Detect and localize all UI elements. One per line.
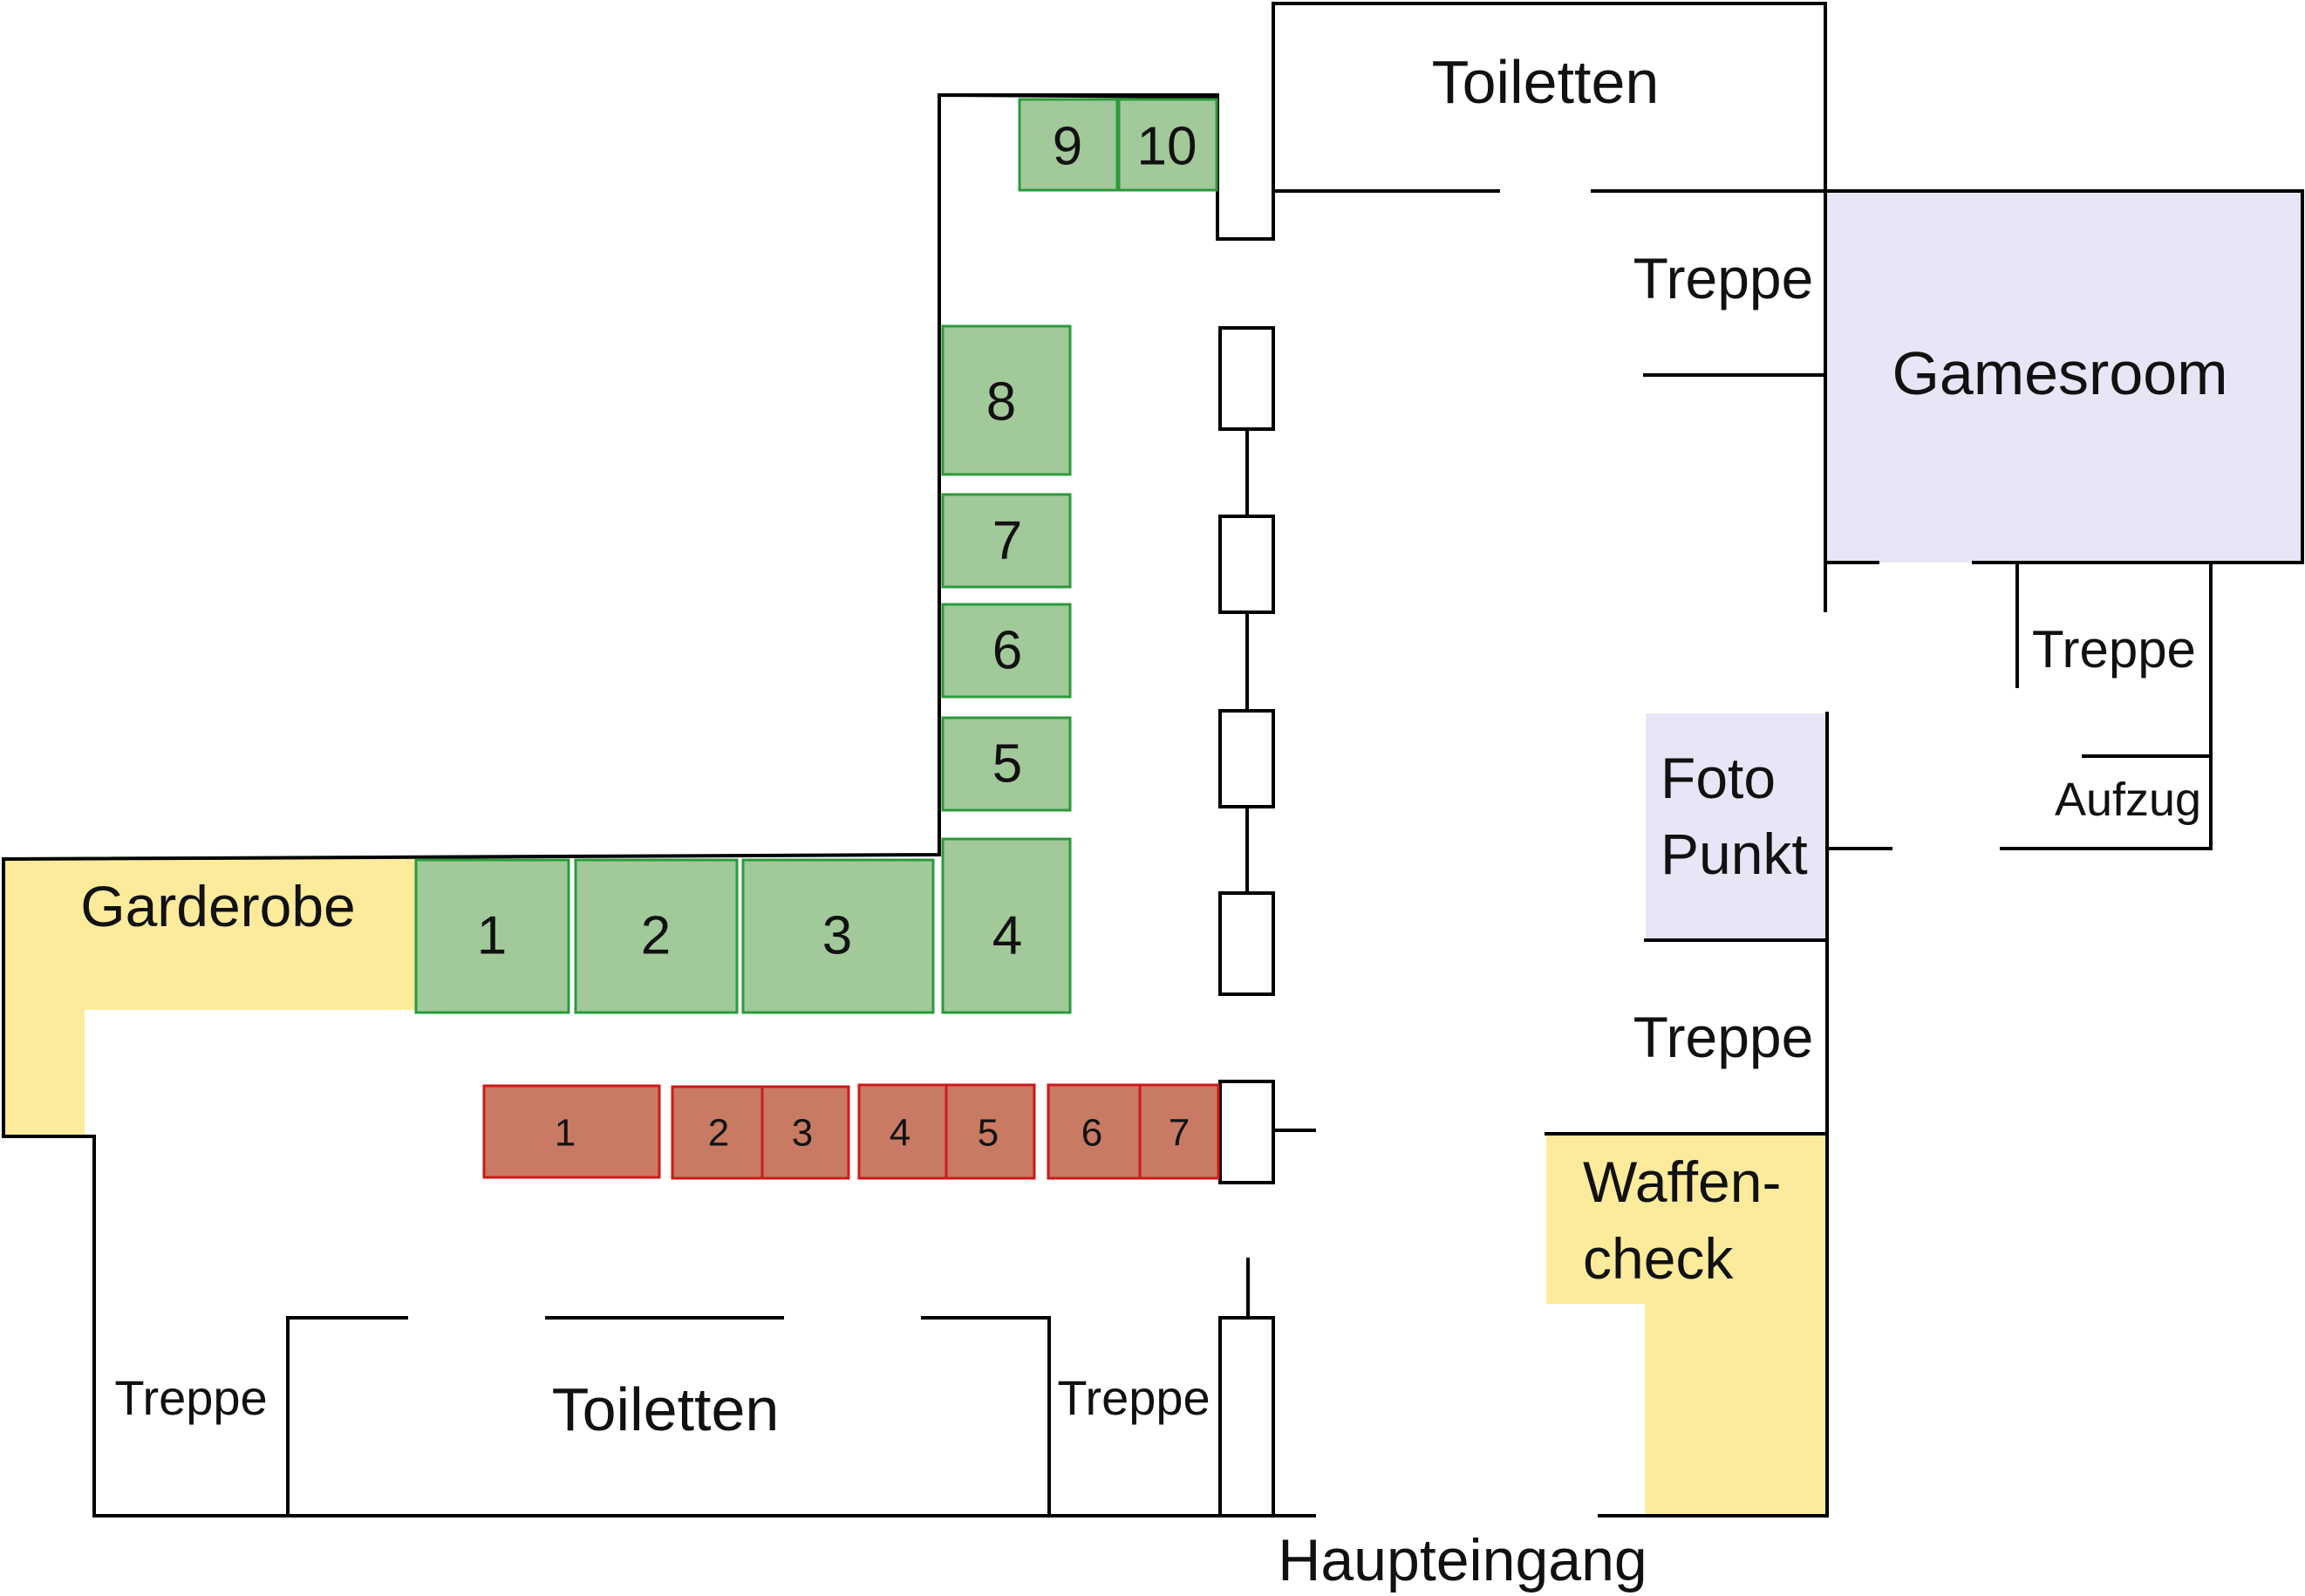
green-stand-2[interactable]: 2 xyxy=(574,858,739,1014)
gamesroom-label: Gamesroom xyxy=(1892,339,2227,407)
green-stand-label: 3 xyxy=(822,906,852,966)
green-stand-6[interactable]: 6 xyxy=(941,603,1072,699)
green-stand-1[interactable]: 1 xyxy=(414,858,570,1014)
green-stand-4[interactable]: 4 xyxy=(941,837,1072,1014)
red-stand-6[interactable]: 6 xyxy=(1047,1083,1142,1180)
treppe-bottom-left-label: Treppe xyxy=(114,1370,267,1425)
green-stand-label: 1 xyxy=(477,906,507,966)
red-stand-5[interactable]: 5 xyxy=(945,1083,1036,1180)
foto-punkt-line1: Foto xyxy=(1661,746,1776,810)
garderobe-zone xyxy=(3,859,415,1136)
red-stand-1[interactable]: 1 xyxy=(482,1084,661,1179)
treppe-gamesroom-label: Treppe xyxy=(2032,620,2196,679)
red-stand-label: 1 xyxy=(555,1112,576,1155)
green-stand-5[interactable]: 5 xyxy=(941,716,1072,812)
red-stand-label: 7 xyxy=(1169,1112,1190,1155)
red-stand-label: 3 xyxy=(792,1112,813,1155)
waffencheck-line1: Waffen- xyxy=(1583,1149,1781,1214)
green-stand-label: 7 xyxy=(992,511,1022,571)
red-stand-4[interactable]: 4 xyxy=(857,1083,948,1180)
green-stand-label: 5 xyxy=(992,734,1022,795)
green-stand-label: 9 xyxy=(1053,117,1082,177)
green-stand-7[interactable]: 7 xyxy=(941,493,1072,589)
red-stand-label: 4 xyxy=(890,1112,910,1155)
gamesroom-zone xyxy=(1825,191,2302,563)
green-stand-3[interactable]: 3 xyxy=(741,858,935,1014)
green-stand-label: 4 xyxy=(992,906,1022,966)
green-stand-label: 10 xyxy=(1137,117,1197,177)
red-stand-7[interactable]: 7 xyxy=(1138,1083,1220,1180)
green-stand-8[interactable]: 8 xyxy=(941,324,1072,476)
toiletten-bottom-label: Toiletten xyxy=(552,1375,780,1443)
red-stand-2[interactable]: 2 xyxy=(671,1085,764,1180)
haupteingang-label: Haupteingang xyxy=(1278,1527,1647,1593)
garderobe-label: Garderobe xyxy=(80,874,356,938)
red-stands: 1 2 3 4 5 6 7 xyxy=(482,1083,1220,1180)
aufzug-label: Aufzug xyxy=(2055,774,2201,826)
green-stand-label: 6 xyxy=(992,621,1022,681)
foto-punkt-line2: Punkt xyxy=(1661,822,1808,886)
toiletten-top-label: Toiletten xyxy=(1432,48,1660,116)
red-stand-label: 5 xyxy=(978,1112,999,1155)
treppe-top-right-label: Treppe xyxy=(1633,246,1814,310)
treppe-bottom-mid-label: Treppe xyxy=(1057,1370,1210,1425)
foto-punkt-zone xyxy=(1646,713,1827,940)
red-stand-label: 6 xyxy=(1081,1112,1102,1155)
waffencheck-line2: check xyxy=(1583,1226,1734,1291)
waffencheck-zone xyxy=(1546,1134,1827,1516)
treppe-mid-right-label: Treppe xyxy=(1633,1005,1814,1069)
pillars xyxy=(1218,326,1275,1518)
green-stands: 1 2 3 4 5 6 7 8 xyxy=(414,98,1218,1014)
green-stand-label: 2 xyxy=(641,906,671,966)
red-stand-3[interactable]: 3 xyxy=(760,1085,850,1180)
walls xyxy=(1,2,2304,1518)
red-stand-label: 2 xyxy=(708,1112,729,1155)
green-stand-10[interactable]: 10 xyxy=(1117,98,1218,192)
green-stand-label: 8 xyxy=(986,372,1016,433)
green-stand-9[interactable]: 9 xyxy=(1018,98,1119,192)
